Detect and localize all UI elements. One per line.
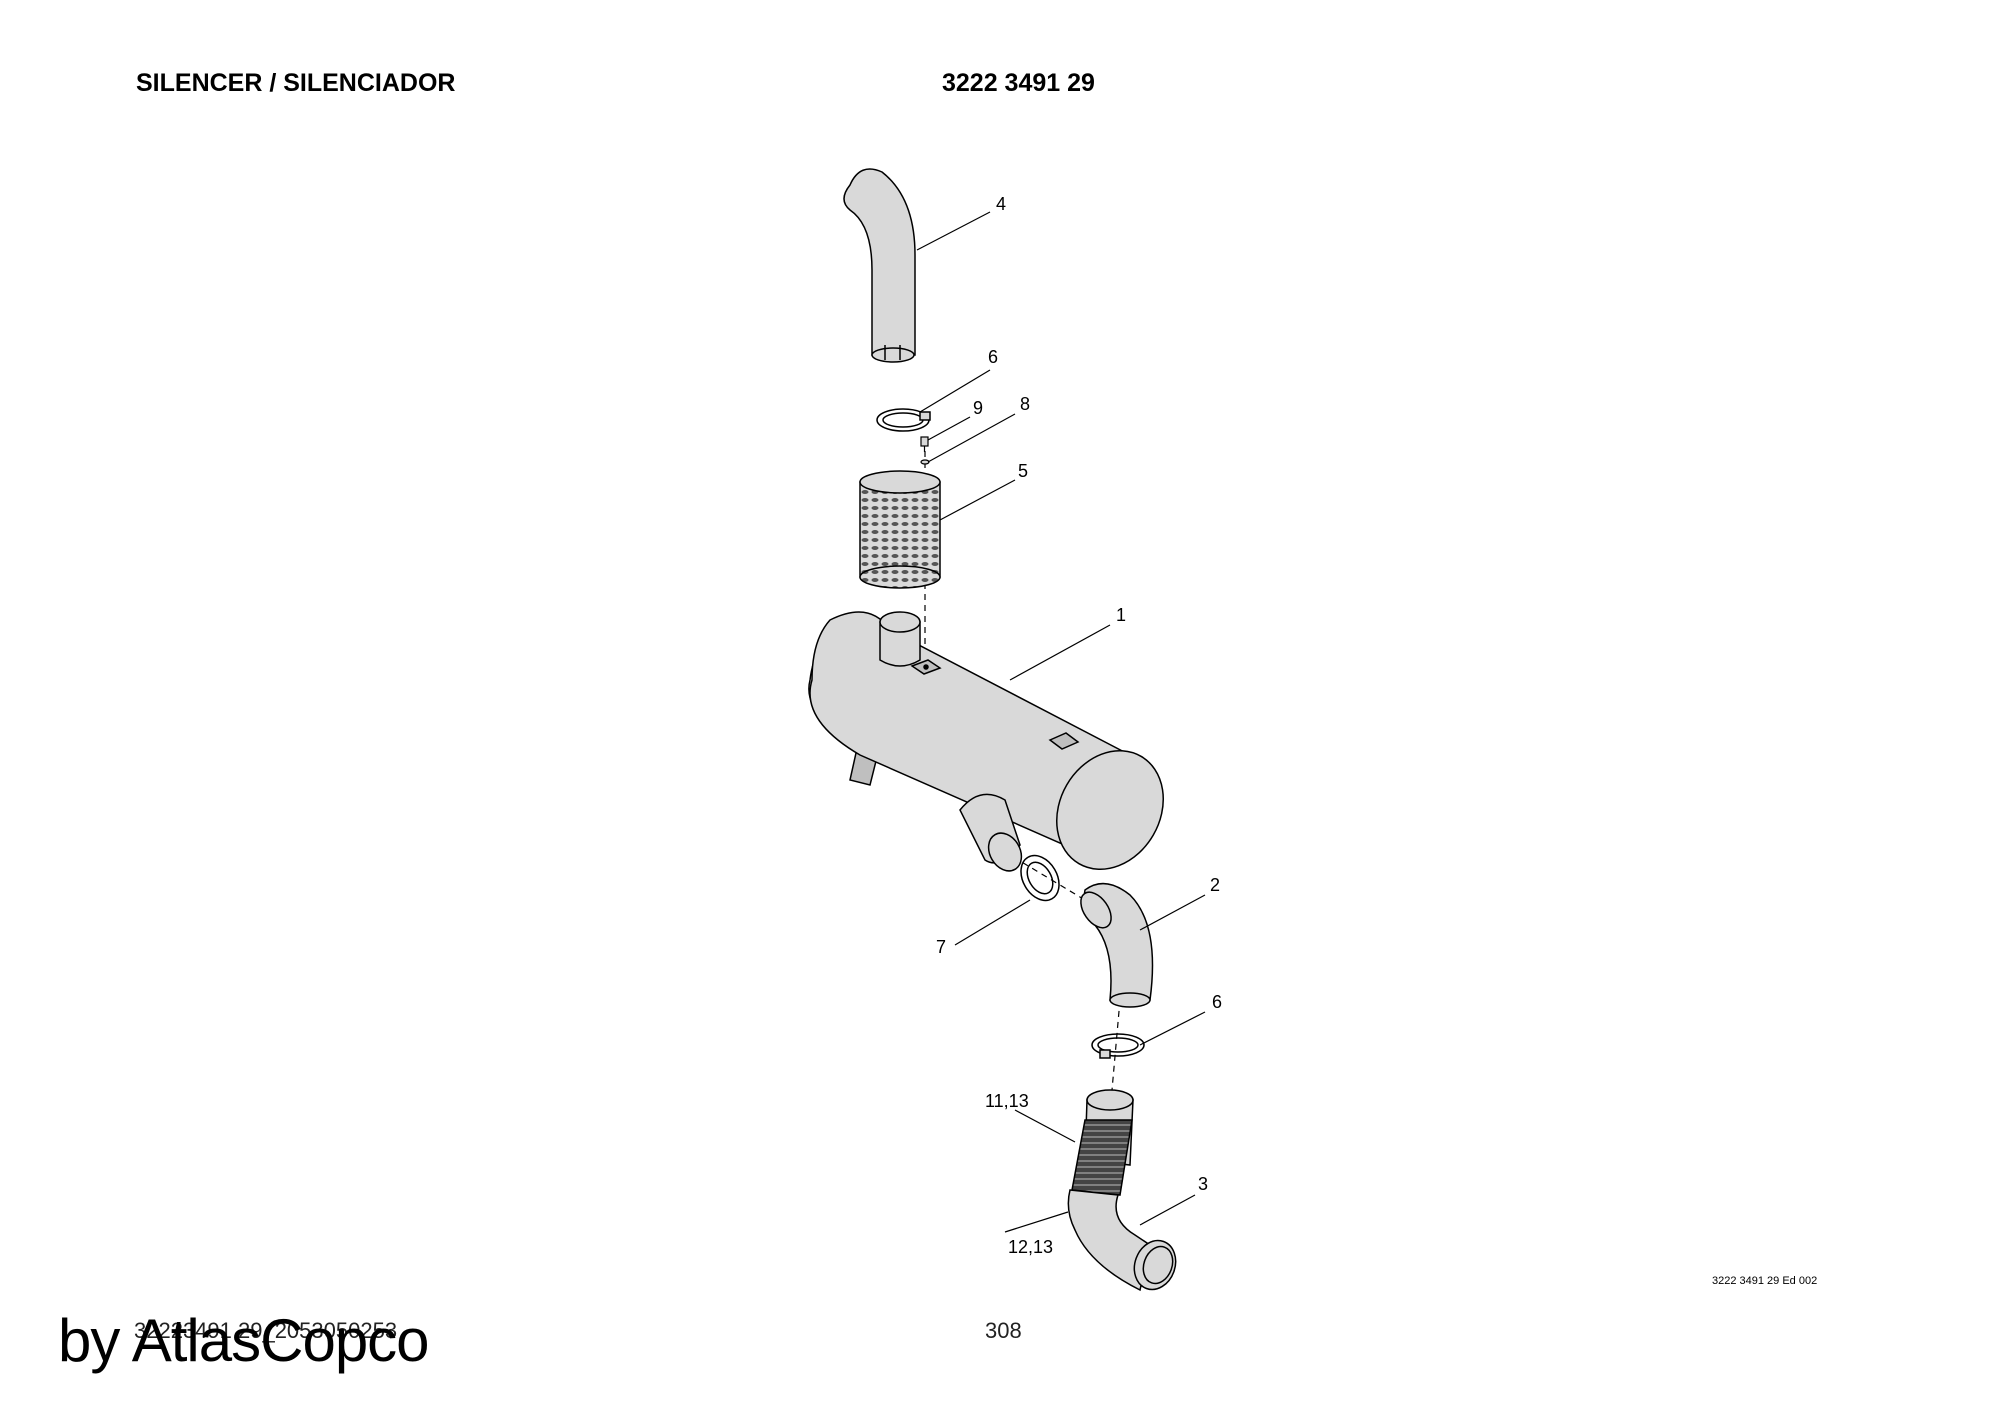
part-9-bolt: [920, 436, 929, 452]
part-2-elbow: [1080, 882, 1154, 1008]
callout-5: 5: [1018, 461, 1028, 481]
edition-label: 3222 3491 29 Ed 002: [1712, 1275, 1818, 1287]
part-6-upper-clamp: [876, 408, 931, 432]
watermark: by AtlasCopco: [58, 1307, 430, 1374]
part-8-washer: [920, 459, 930, 465]
part-5-mesh-guard: [859, 470, 941, 589]
part-1-silencer-body: [808, 611, 1165, 872]
callout-12-13: 12,13: [1008, 1237, 1053, 1257]
leader-lines: [916, 211, 1206, 1233]
document-number: 3222 3491 29: [942, 69, 1095, 97]
page-title: SILENCER / SILENCIADOR: [136, 69, 456, 97]
callout-6-lower: 6: [1212, 992, 1222, 1012]
part-6-lower-clamp: [1091, 1033, 1145, 1059]
part-3-flex-hose-bend: [1067, 1089, 1177, 1292]
part-4-exhaust-stack: [843, 168, 916, 363]
page-number: 308: [985, 1318, 1022, 1343]
callout-7: 7: [936, 937, 946, 957]
callout-9: 9: [973, 398, 983, 418]
callout-6-upper: 6: [988, 347, 998, 367]
footer-code: 32223491 29_2053050253: [134, 1318, 398, 1343]
callout-8: 8: [1020, 394, 1030, 414]
callout-3: 3: [1198, 1174, 1208, 1194]
callout-1: 1: [1116, 605, 1126, 625]
part-7-gasket: [1020, 854, 1060, 902]
callout-11-13: 11,13: [985, 1091, 1029, 1111]
callout-2: 2: [1210, 875, 1220, 895]
callout-4: 4: [996, 194, 1006, 214]
